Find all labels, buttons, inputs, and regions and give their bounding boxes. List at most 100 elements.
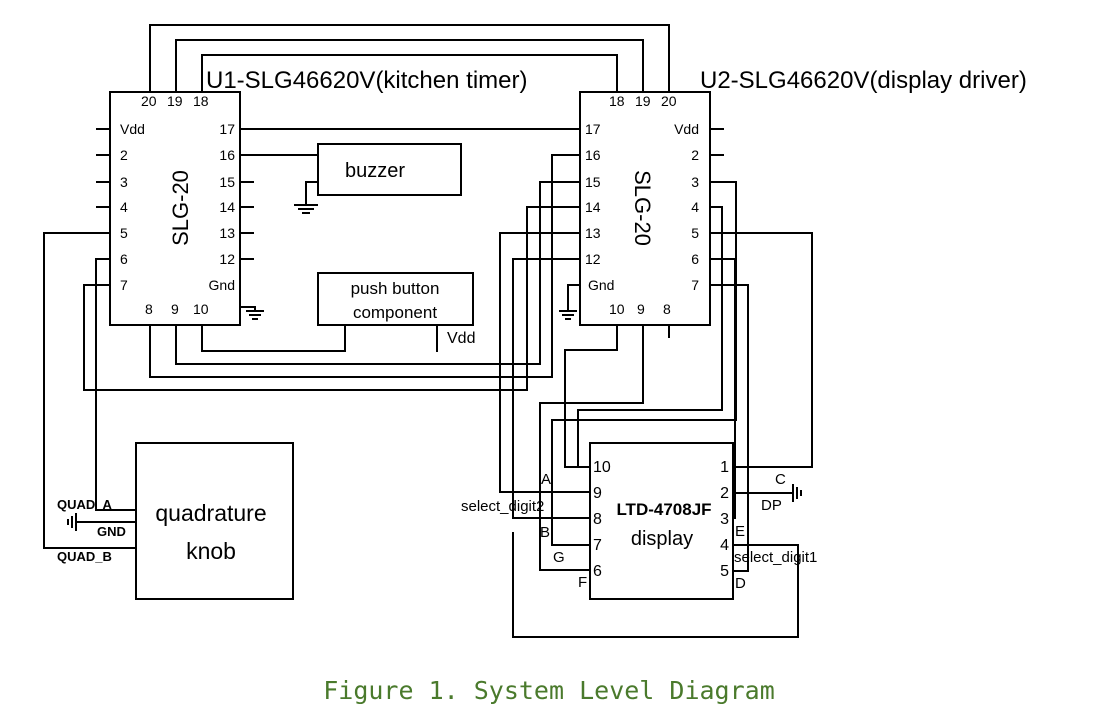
push-button-line1: push button [351, 279, 440, 298]
push-button-line2: component [353, 303, 437, 322]
display-pin1: 1 [720, 459, 729, 476]
u2-pin17: 17 [585, 121, 601, 137]
ground-symbols [67, 204, 802, 531]
u2-pin7: 7 [691, 277, 699, 293]
u1-pin10: 10 [193, 301, 209, 317]
u2-pin8: 8 [663, 301, 671, 317]
u2-pin6: 6 [691, 251, 699, 267]
wire-pin19 [175, 39, 644, 92]
u2-pin15: 15 [585, 174, 601, 190]
signal-select-digit1: select_digit1 [734, 549, 817, 566]
u1-pin12: 12 [219, 251, 235, 267]
display-line1: LTD-4708JF [616, 500, 711, 519]
knob-line1: quadrature [155, 500, 266, 526]
wire-u1p7-u2p14 [83, 206, 580, 391]
u1-pin4: 4 [120, 199, 128, 215]
signal-a: A [541, 471, 551, 488]
u1-pin5: 5 [120, 225, 128, 241]
u2-pin5: 5 [691, 225, 699, 241]
display-pin4: 4 [720, 537, 729, 554]
wire-quad-b [43, 232, 136, 549]
display-pin9: 9 [593, 485, 602, 502]
signal-select-digit2: select_digit2 [461, 498, 544, 515]
display-pin3: 3 [720, 511, 729, 528]
wire-u2p4 [577, 206, 723, 467]
u2-pin4: 4 [691, 199, 699, 215]
wire-seg-d [710, 284, 749, 572]
signal-dp: DP [761, 497, 782, 514]
u1-pin2: 2 [120, 147, 128, 163]
knob-box [135, 442, 294, 600]
u1-title: U1-SLG46620V(kitchen timer) [206, 67, 527, 94]
wire-seg-a [499, 232, 590, 493]
signal-b: B [540, 524, 550, 541]
wire-seg-f [539, 325, 644, 571]
display-pin5: 5 [720, 563, 729, 580]
wire-pin18 [201, 54, 618, 92]
buzzer: buzzer [317, 143, 462, 196]
display-pin8: 8 [593, 511, 602, 528]
signal-f: F [578, 574, 587, 591]
u1-pin13: 13 [219, 225, 235, 241]
u2-pin13: 13 [585, 225, 601, 241]
u1-pin20: 20 [141, 93, 157, 109]
display: LTD-4708JF display 10 9 8 7 6 1 2 3 4 5 … [461, 442, 817, 600]
u1-pin7: 7 [120, 277, 128, 293]
knob-quad-b: QUAD_B [57, 549, 112, 564]
u1-pin-gnd: Gnd [209, 277, 235, 293]
u2-pin-gnd: Gnd [588, 277, 614, 293]
u2-pin3: 3 [691, 174, 699, 190]
u2-title: U2-SLG46620V(display driver) [700, 67, 1027, 94]
u1-pin16: 16 [219, 147, 235, 163]
u1-chip: U1-SLG46620V(kitchen timer) SLG-20 20 19… [96, 67, 527, 326]
u1-pin-vdd: Vdd [120, 121, 145, 137]
u2-pin9: 9 [637, 301, 645, 317]
display-pin7: 7 [593, 537, 602, 554]
u1-chip-label: SLG-20 [168, 170, 193, 246]
signal-g: G [553, 549, 565, 566]
display-line2: display [631, 528, 693, 550]
buzzer-label: buzzer [345, 160, 405, 182]
u2-pin12: 12 [585, 251, 601, 267]
u1-pin6: 6 [120, 251, 128, 267]
wire-u1p9-u2p15 [175, 181, 580, 365]
display-pin10: 10 [593, 459, 611, 476]
u2-pin2: 2 [691, 147, 699, 163]
display-pin2: 2 [720, 485, 729, 502]
push-button: push button component Vdd [317, 272, 475, 347]
u2-pin19: 19 [635, 93, 651, 109]
signal-c: C [775, 471, 786, 488]
push-button-box [317, 272, 474, 326]
wire-pushbutton [201, 325, 346, 352]
wire-seg-g [551, 181, 737, 546]
u2-pin20: 20 [661, 93, 677, 109]
u2-chip-label: SLG-20 [630, 170, 655, 246]
knob-gnd-icon [67, 513, 77, 531]
u2-right-stubs [710, 128, 724, 156]
u1-pin3: 3 [120, 174, 128, 190]
u2-pin14: 14 [585, 199, 601, 215]
u1-pin14: 14 [219, 199, 235, 215]
display-box [589, 442, 734, 600]
u1-pin15: 15 [219, 174, 235, 190]
knob-line2: knob [186, 538, 236, 564]
u1-left-stubs [96, 128, 110, 286]
signal-e: E [735, 523, 745, 540]
u1-right-stubs [240, 181, 254, 260]
u2-body [579, 91, 711, 326]
wire-select-digit2 [564, 325, 618, 468]
wire-pin20 [149, 24, 670, 92]
u2-pin18: 18 [609, 93, 625, 109]
figure-caption: Figure 1. System Level Diagram [323, 676, 775, 705]
u2-chip: U2-SLG46620V(display driver) SLG-20 18 1… [579, 67, 1027, 326]
u2-pin10: 10 [609, 301, 625, 317]
push-button-vdd: Vdd [447, 330, 475, 347]
u1-body [109, 91, 241, 326]
dp-gnd-icon [792, 484, 802, 502]
knob-quad-a: QUAD_A [57, 497, 113, 512]
display-pin6: 6 [593, 563, 602, 580]
knob-gnd: GND [97, 524, 126, 539]
quadrature-knob: quadrature knob QUAD_A GND QUAD_B [57, 442, 294, 600]
u1-pin8: 8 [145, 301, 153, 317]
